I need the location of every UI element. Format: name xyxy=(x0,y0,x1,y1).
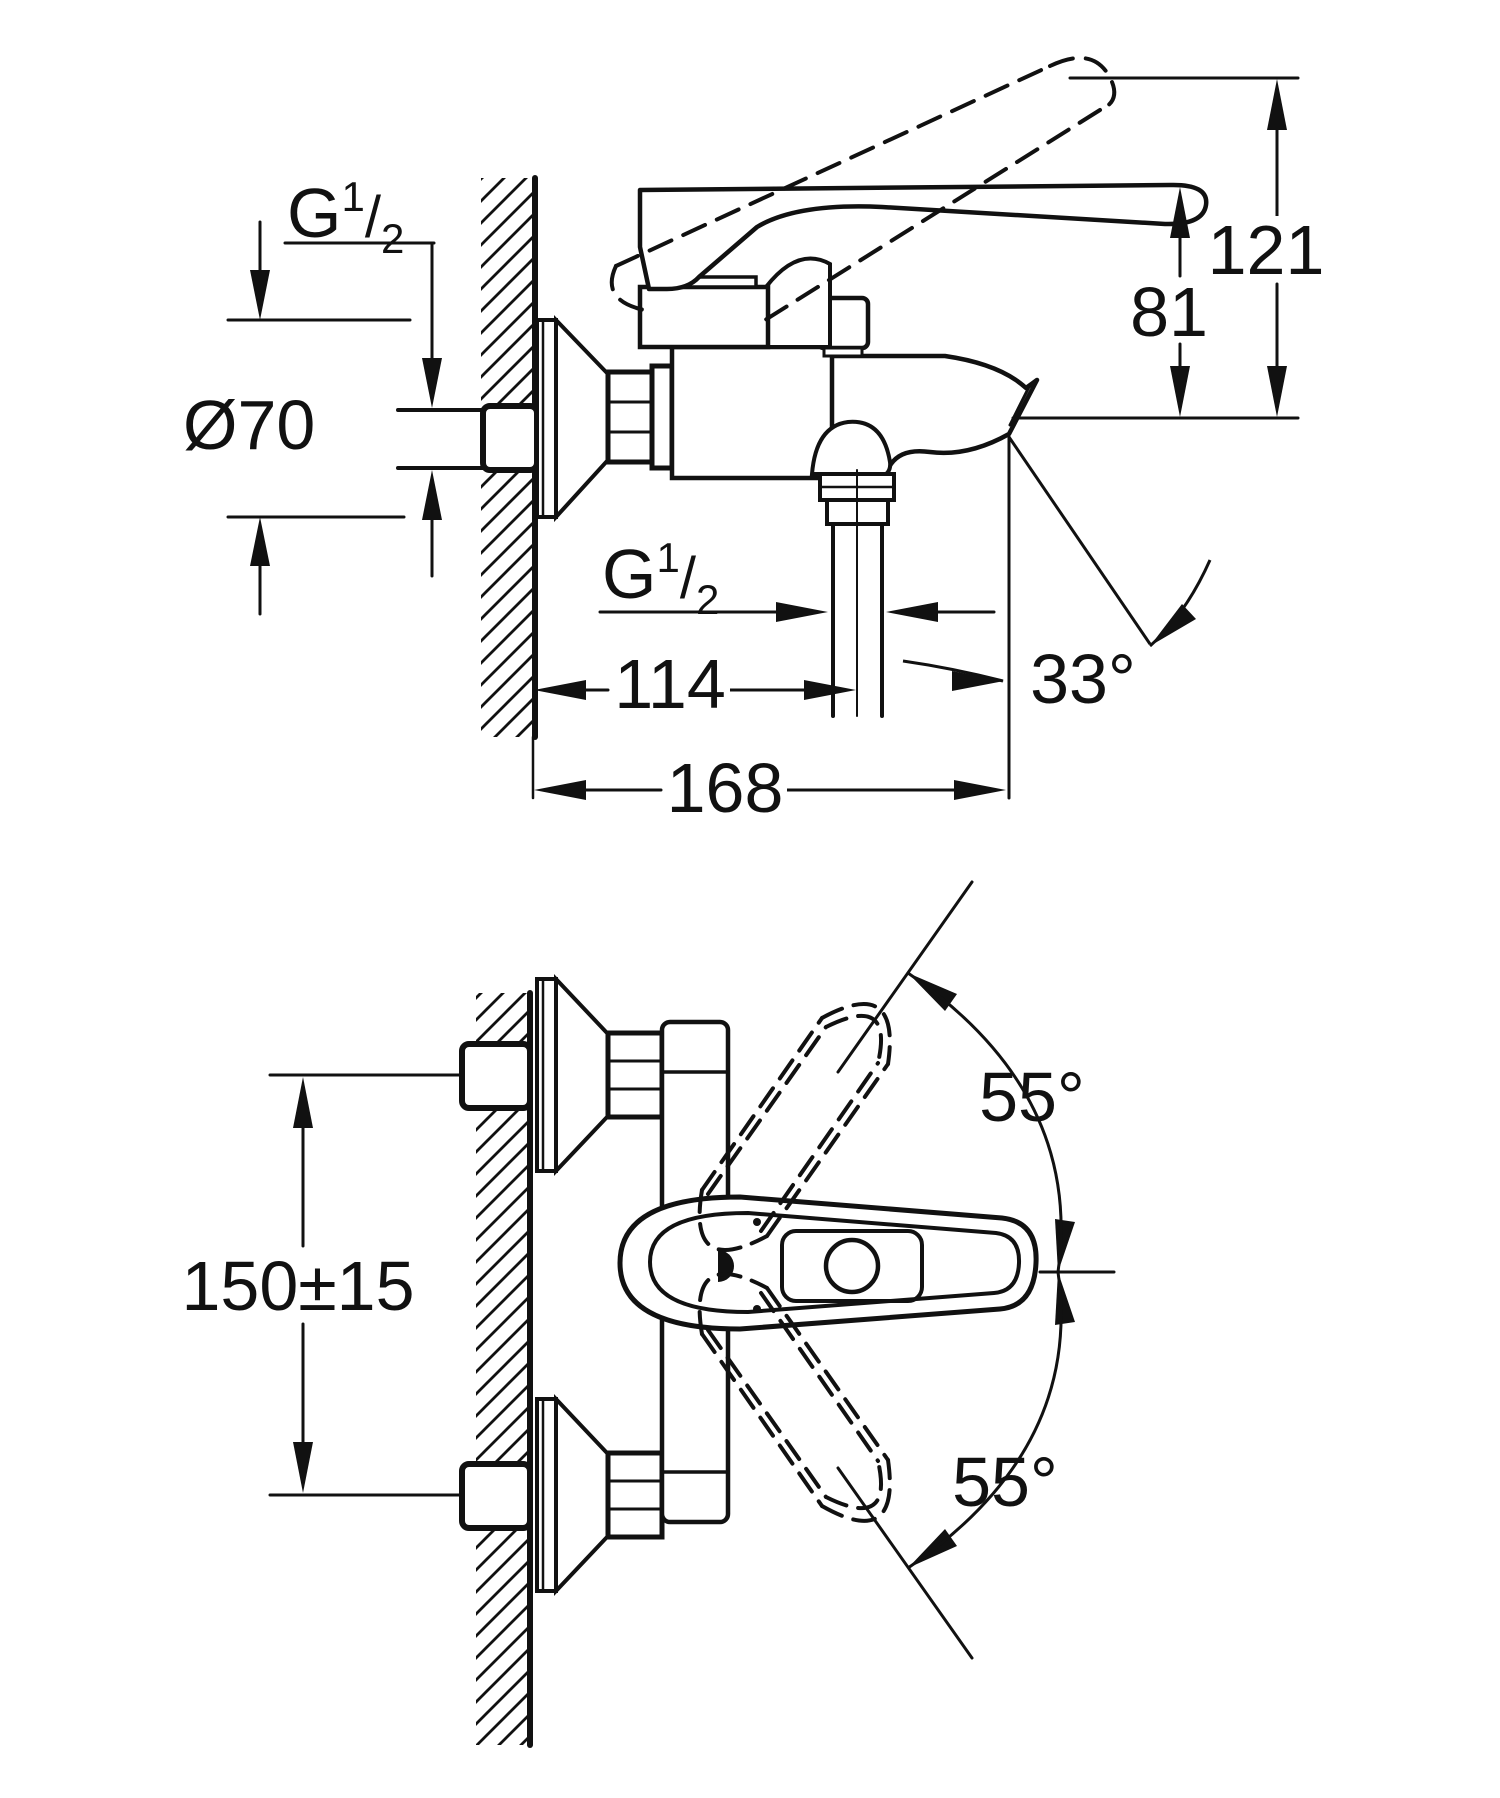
angle-arc-arrows xyxy=(952,604,1196,691)
valve-body xyxy=(669,344,835,481)
dim-thread-inlet: G1/2 xyxy=(287,173,404,262)
side-view-dimensions xyxy=(226,76,1300,800)
escutcheon xyxy=(535,315,610,523)
hose-outlet xyxy=(818,469,896,718)
dim-thread-hose: G1/2 xyxy=(602,534,719,623)
plan-view-dimensions xyxy=(268,880,1116,1660)
wall-hatch-plan xyxy=(476,993,530,1745)
side-view xyxy=(226,56,1300,800)
lever-swing-upper-dashed xyxy=(697,1002,892,1252)
escutcheon-lower xyxy=(535,1393,665,1597)
hex-nut-upper xyxy=(605,1030,665,1120)
plan-view xyxy=(268,880,1116,1748)
dim-escutcheon-diameter: Ø70 xyxy=(183,386,315,464)
lever-handle-raised-dashed xyxy=(609,56,1117,324)
wall-section xyxy=(481,175,538,800)
dim-swing-lower: 55° xyxy=(952,1443,1058,1521)
handle-button xyxy=(823,1237,881,1295)
cartridge-dome xyxy=(764,256,832,349)
inlet-fitting-upper xyxy=(459,1041,533,1111)
escutcheon-upper xyxy=(535,973,665,1177)
inlet-fitting-lower xyxy=(459,1461,533,1531)
lever-swing-lower-dashed xyxy=(697,1272,892,1523)
spout-angle-line xyxy=(1007,436,1152,645)
cartridge xyxy=(637,256,832,350)
collar xyxy=(649,363,675,471)
wall-section-plan xyxy=(476,990,533,1748)
spout xyxy=(809,353,1040,477)
hex-nut-lower xyxy=(605,1450,665,1540)
side-view-arrows xyxy=(250,79,1287,800)
dim-spout-angle: 33° xyxy=(1030,640,1136,718)
dim-spout-depth: 114 xyxy=(614,645,726,723)
label-backgrounds xyxy=(172,216,1326,1518)
dim-total-depth: 168 xyxy=(667,749,784,827)
dim-inlet-centers: 150±15 xyxy=(181,1247,414,1325)
lever-handle-solid xyxy=(637,182,1209,292)
handle-recess xyxy=(780,1229,924,1303)
dimension-labels: G1/2 Ø70 121 81 G1/2 114 168 33° 55° 55°… xyxy=(181,173,1324,1521)
angle-arcs xyxy=(902,436,1212,1570)
inlet-fitting xyxy=(480,403,540,473)
inlet-pipe xyxy=(396,403,540,473)
dim-swing-upper: 55° xyxy=(979,1058,1085,1136)
hex-nut xyxy=(605,363,675,471)
lever-handle-plan xyxy=(617,1194,1039,1332)
spout-underside-bulge xyxy=(809,419,893,476)
dim-spout-height: 81 xyxy=(1130,273,1208,351)
dim-total-height: 121 xyxy=(1208,211,1325,289)
